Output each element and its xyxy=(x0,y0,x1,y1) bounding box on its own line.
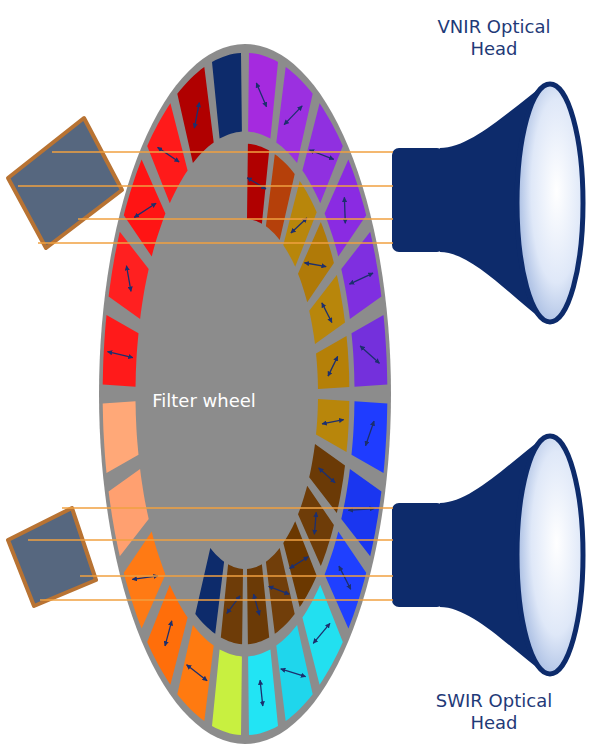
polarization-arrow xyxy=(227,596,240,614)
polarization-arrow xyxy=(328,356,338,376)
polarization-arrow xyxy=(269,586,290,594)
filter-segment xyxy=(195,548,224,634)
filter-segment xyxy=(248,649,278,735)
detector xyxy=(8,118,122,248)
polarization-arrow xyxy=(322,420,344,424)
filter-segment xyxy=(276,67,312,163)
filter-segment xyxy=(325,160,367,257)
light-ray xyxy=(38,242,393,244)
light-ray xyxy=(78,218,393,220)
filter-segment xyxy=(248,53,278,139)
detector xyxy=(8,508,96,606)
light-ray xyxy=(80,575,393,577)
polarization-arrow xyxy=(348,509,374,511)
polarization-arrow xyxy=(349,273,373,284)
polarization-arrow xyxy=(134,203,156,217)
filter-segment xyxy=(177,625,213,721)
polarization-arrow xyxy=(290,557,309,569)
optical-head: VNIR Optical Head xyxy=(385,0,589,330)
polarization-arrow xyxy=(108,352,133,358)
filter-segment xyxy=(352,315,388,387)
polarization-arrow xyxy=(194,103,199,129)
filter-segment xyxy=(266,548,295,634)
polarization-arrow xyxy=(313,623,330,643)
filter-segment xyxy=(103,401,139,473)
polarization-arrow xyxy=(254,594,260,615)
polarization-arrow xyxy=(187,665,207,681)
polarization-arrow xyxy=(366,421,374,446)
polarization-arrow xyxy=(247,178,266,189)
filter-segment xyxy=(212,649,242,735)
filter-segment xyxy=(177,67,213,163)
filter-segment xyxy=(212,53,242,139)
polarization-arrow xyxy=(284,106,302,125)
light-ray xyxy=(18,185,393,187)
filter-segment xyxy=(276,625,312,721)
polarization-arrow xyxy=(281,669,306,677)
polarization-arrow xyxy=(322,303,332,323)
filter-segment xyxy=(147,103,187,203)
filter-segment xyxy=(109,469,149,556)
horn-neck xyxy=(392,148,444,252)
polarization-arrow xyxy=(260,680,263,706)
node-label: Filter wheel xyxy=(152,390,256,413)
polarization-arrow xyxy=(165,621,172,646)
filter-segment xyxy=(352,401,388,473)
filter-segment xyxy=(341,232,381,319)
filter-segment xyxy=(103,315,139,387)
filter-segment xyxy=(124,532,166,629)
filter-segment xyxy=(247,144,269,224)
node-label: SWIR Optical Head xyxy=(419,690,569,735)
light-ray xyxy=(52,151,393,153)
filter-segment xyxy=(316,399,349,452)
polarization-arrow xyxy=(304,263,326,267)
polarization-arrow xyxy=(158,147,180,162)
filter-wheel: Filter wheel xyxy=(99,44,391,744)
light-ray xyxy=(28,539,393,541)
light-ray xyxy=(62,507,393,509)
filter-wheel-disc xyxy=(99,44,391,744)
polarization-arrow xyxy=(314,512,316,534)
horn-mouth xyxy=(517,84,583,322)
horn-mouth xyxy=(517,436,583,674)
filter-segment xyxy=(309,275,345,344)
polarization-arrow xyxy=(291,218,307,233)
filter-segment xyxy=(109,232,149,319)
light-ray xyxy=(40,599,393,601)
polarization-arrow xyxy=(256,83,266,107)
polarization-arrow xyxy=(339,566,351,589)
polarization-arrow xyxy=(360,346,379,363)
filter-segment xyxy=(316,336,349,389)
horn-neck xyxy=(392,503,444,607)
filter-segment xyxy=(341,469,381,556)
polarization-arrow xyxy=(126,266,131,292)
polarization-arrow xyxy=(319,468,335,483)
optical-head: SWIR Optical Head xyxy=(385,425,589,747)
node-label: VNIR Optical Head xyxy=(419,16,569,61)
